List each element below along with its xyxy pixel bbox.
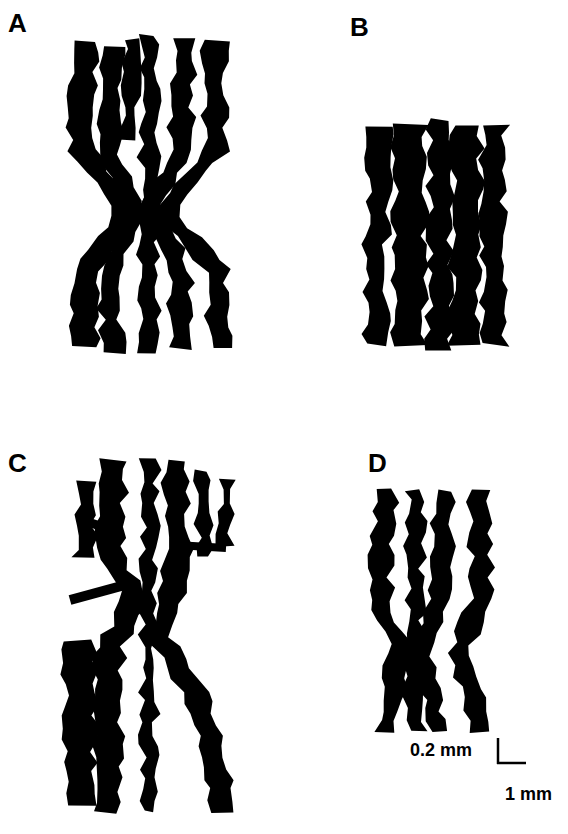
stripe-shape	[362, 238, 372, 240]
scale-bar	[497, 738, 500, 764]
stripe-shape	[140, 38, 197, 350]
stripe-shape	[448, 490, 495, 734]
stripe-shape	[390, 123, 429, 346]
stripe-shape	[158, 40, 233, 348]
panel-label: B	[350, 14, 369, 40]
stripe-shape	[82, 520, 112, 530]
stripe-shape	[70, 585, 125, 600]
stripe-shape	[60, 640, 99, 806]
stripe-shape	[92, 458, 152, 814]
stripe-shape	[478, 125, 510, 347]
stripe-shape	[410, 490, 456, 732]
panel-label: C	[8, 450, 27, 476]
scale-bar	[497, 762, 526, 765]
panel-label: D	[368, 450, 387, 476]
scale-label: 1 mm	[505, 785, 552, 803]
stripe-shape	[119, 38, 142, 140]
scale-label: 0.2 mm	[410, 741, 472, 759]
panel-label: A	[8, 10, 27, 36]
stripe-shape	[176, 545, 226, 548]
stripe-shape	[361, 127, 393, 347]
stripe-shape	[216, 479, 236, 547]
